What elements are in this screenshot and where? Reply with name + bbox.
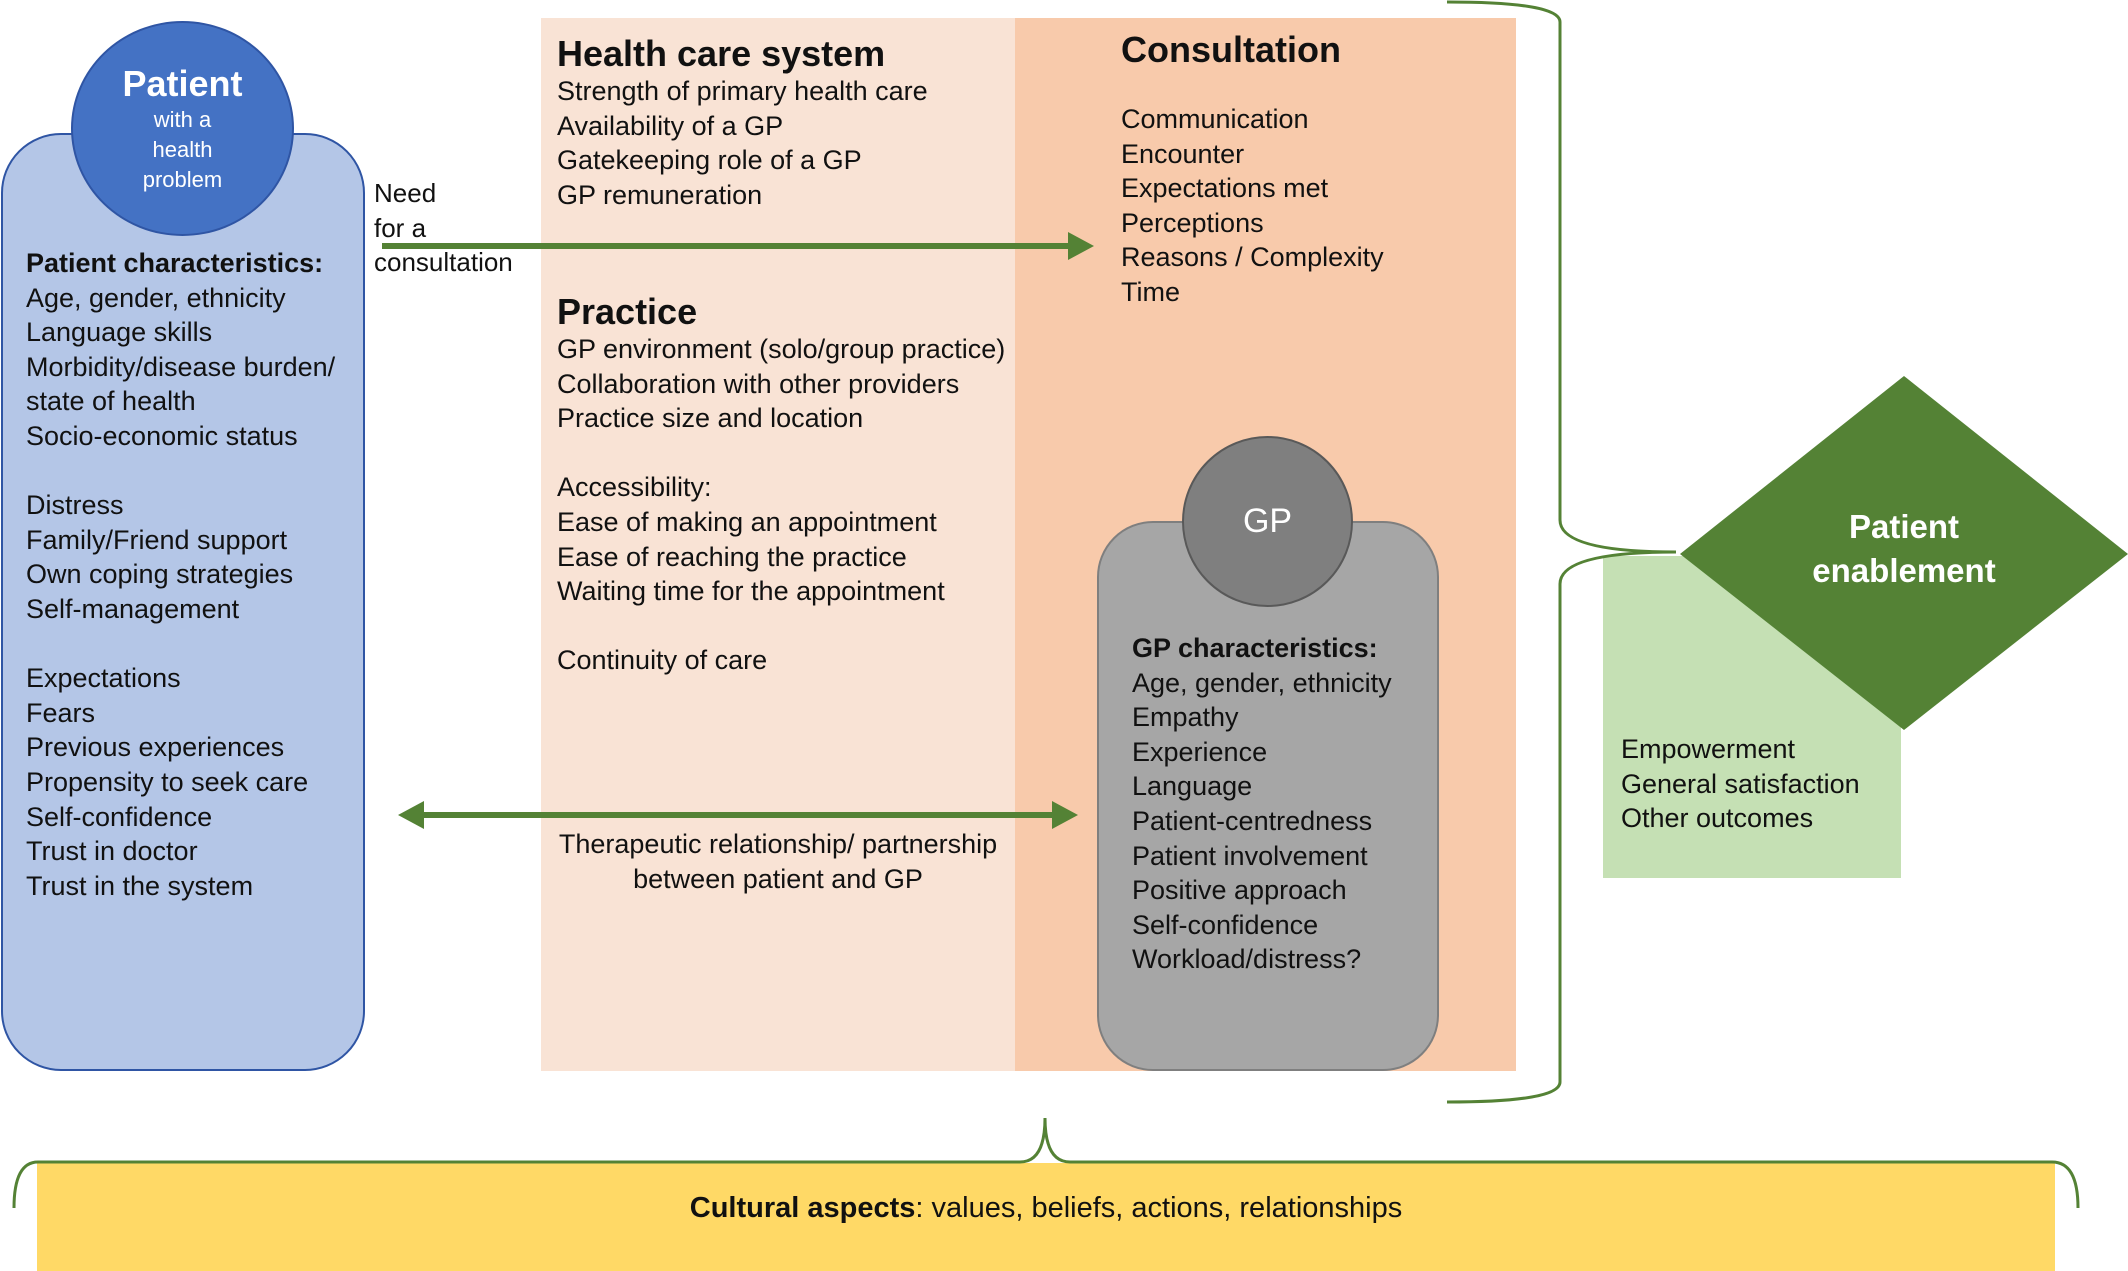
relationship-label-line: between patient and GP	[633, 863, 923, 894]
gp-item: Language	[1132, 771, 1253, 802]
patient-item: Age, gender, ethnicity	[26, 282, 286, 313]
practice-item: Practice size and location	[557, 403, 864, 434]
consultation-item: Time	[1121, 276, 1180, 307]
relationship-label-line: Therapeutic relationship/ partnership	[558, 829, 998, 859]
patient-item: Family/Friend support	[26, 524, 288, 555]
need-arrow	[382, 232, 1094, 260]
health-care-item: Availability of a GP	[557, 110, 784, 141]
patient-item: Language skills	[26, 317, 213, 348]
need-label-line: for a	[374, 212, 427, 243]
cultural-aspects-bar	[37, 1163, 2055, 1271]
practice-heading: Practice	[557, 291, 698, 332]
patient-item: Distress	[26, 490, 124, 521]
health-care-system-section: Health care system Strength of primary h…	[557, 32, 928, 212]
patient-item: Propensity to seek care	[26, 766, 309, 797]
patient-item: Trust in doctor	[26, 836, 198, 867]
practice-item: Collaboration with other providers	[557, 368, 960, 399]
consultation-item: Expectations met	[1121, 173, 1329, 204]
gp-item: Positive approach	[1132, 875, 1347, 906]
outcome-item: General satisfaction	[1621, 768, 1860, 799]
need-label-line: Need	[374, 178, 437, 208]
patient-characteristics-heading: Patient characteristics:	[26, 248, 324, 278]
cultural-aspects-label: Cultural aspects: values, beliefs, actio…	[37, 1190, 2055, 1226]
health-care-item: Strength of primary health care	[557, 76, 928, 106]
patient-item: Socio-economic status	[26, 420, 298, 451]
patient-subtitle-line: with a	[153, 107, 212, 132]
need-for-consultation-label: Need for a consultation	[374, 176, 513, 280]
accessibility-item: Waiting time for the appointment	[557, 576, 945, 607]
accessibility-heading: Accessibility:	[557, 472, 712, 503]
gp-characteristics-heading: GP characteristics:	[1132, 633, 1378, 663]
practice-item: GP environment (solo/group practice)	[557, 334, 1006, 364]
patient-characteristics-list: Patient characteristics: Age, gender, et…	[26, 246, 335, 903]
continuity-of-care: Continuity of care	[557, 645, 768, 676]
accessibility-item: Ease of reaching the practice	[557, 541, 907, 572]
gp-box	[1097, 521, 1439, 1071]
gp-item: Age, gender, ethnicity	[1132, 667, 1392, 698]
relationship-double-arrow	[398, 801, 1078, 829]
health-care-item: Gatekeeping role of a GP	[557, 145, 862, 176]
outcome-item: Empowerment	[1621, 734, 1796, 764]
gp-item: Empathy	[1132, 702, 1239, 733]
patient-item: state of health	[26, 386, 196, 417]
gp-item: Patient-centredness	[1132, 805, 1373, 836]
accessibility-item: Ease of making an appointment	[557, 506, 937, 537]
bottom-brace	[12, 1117, 2080, 1209]
consultation-item: Encounter	[1121, 138, 1245, 169]
gp-item: Self-confidence	[1132, 909, 1319, 940]
health-care-system-heading: Health care system	[557, 33, 886, 74]
outcome-item: Other outcomes	[1621, 803, 1814, 834]
therapeutic-relationship-label: Therapeutic relationship/ partnership be…	[541, 827, 1015, 896]
outcomes-list: Empowerment General satisfaction Other o…	[1621, 732, 1860, 836]
cultural-aspects-bold: Cultural aspects	[689, 1192, 916, 1224]
practice-section: Practice GP environment (solo/group prac…	[557, 290, 1005, 678]
patient-circle: Patient with a health problem	[71, 21, 294, 236]
patient-subtitle-line: problem	[142, 167, 223, 192]
patient-item: Trust in the system	[26, 870, 254, 901]
patient-item: Morbidity/disease burden/	[26, 351, 336, 382]
patient-item: Expectations	[26, 663, 181, 694]
patient-item: Self-management	[26, 593, 240, 624]
gp-item: Workload/distress?	[1132, 944, 1362, 975]
consultation-item: Reasons / Complexity	[1121, 242, 1384, 273]
consultation-section: Consultation Communication Encounter Exp…	[1121, 28, 1384, 310]
patient-enablement-diamond	[1680, 376, 2128, 730]
enablement-title-line: Patient	[1848, 508, 1960, 545]
need-label-line: consultation	[374, 247, 513, 278]
consultation-item: Communication	[1121, 104, 1309, 134]
consultation-item: Perceptions	[1121, 207, 1264, 238]
gp-item: Experience	[1132, 736, 1268, 767]
patient-item: Fears	[26, 697, 96, 728]
health-care-system-panel	[541, 18, 1015, 1071]
gp-circle: GP	[1182, 436, 1353, 607]
enablement-title-line: enablement	[1812, 552, 1996, 589]
patient-item: Previous experiences	[26, 732, 285, 763]
cultural-aspects-rest: : values, beliefs, actions, relationship…	[915, 1192, 1403, 1224]
patient-title: Patient	[122, 63, 243, 104]
patient-item: Self-confidence	[26, 801, 213, 832]
gp-characteristics-list: GP characteristics: Age, gender, ethnici…	[1132, 631, 1392, 977]
patient-enablement-title: Patient enablement	[1680, 505, 2128, 593]
right-brace	[1446, 0, 1677, 1104]
patient-subtitle-line: health	[152, 137, 213, 162]
patient-item: Own coping strategies	[26, 559, 294, 590]
consultation-heading: Consultation	[1121, 29, 1341, 70]
health-care-item: GP remuneration	[557, 179, 763, 210]
gp-item: Patient involvement	[1132, 840, 1368, 871]
patient-box	[1, 133, 365, 1071]
